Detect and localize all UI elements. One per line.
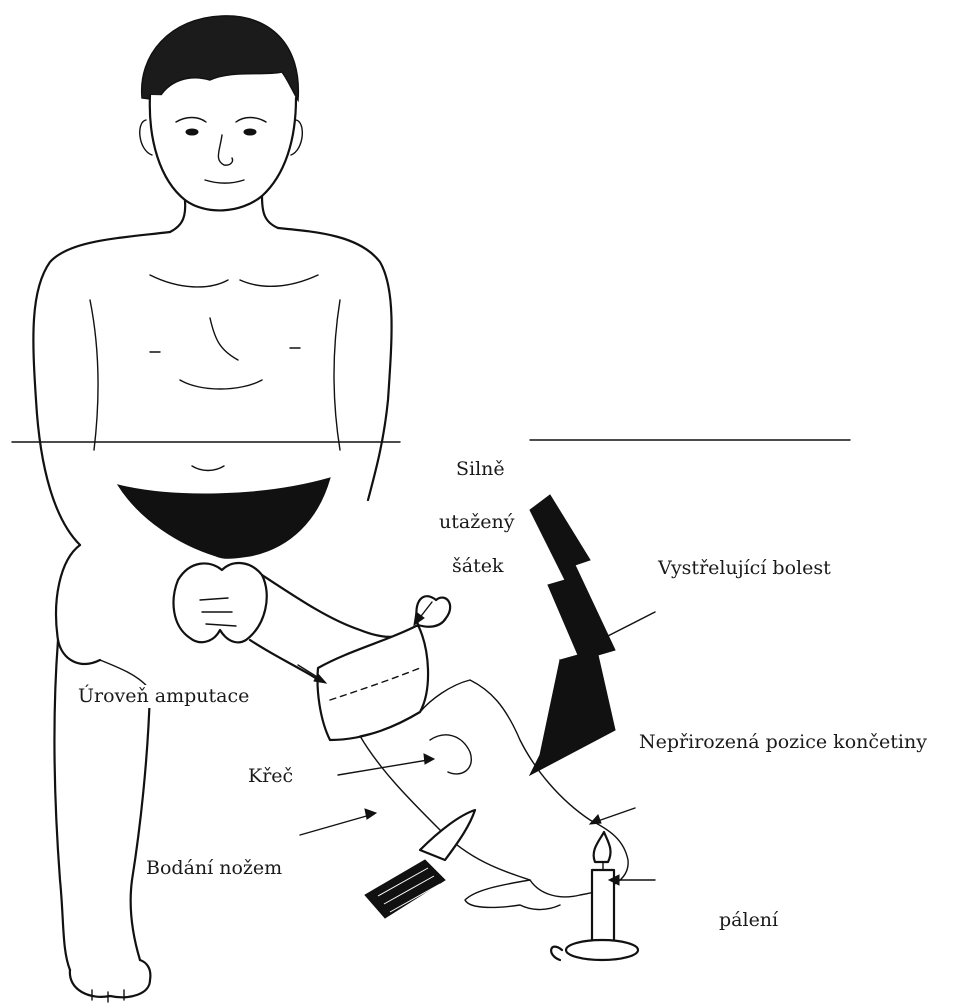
right-thigh-upper <box>262 575 418 637</box>
eye-left <box>186 129 198 135</box>
left-foot <box>70 960 151 997</box>
neck-right <box>262 196 278 228</box>
knife-icon <box>365 810 475 918</box>
navel <box>192 466 224 471</box>
hair <box>142 16 299 100</box>
sternum <box>210 318 238 360</box>
neck-left <box>170 200 185 232</box>
arm-inner-left <box>90 300 98 450</box>
head <box>150 95 296 210</box>
clavicle-left <box>150 275 228 287</box>
left-leg-inner <box>131 690 150 960</box>
left-leg-outer <box>54 640 70 970</box>
label-paleni: pálení <box>719 911 778 930</box>
briefs <box>118 478 330 558</box>
label-neprirozena-pozice: Nepřirozená pozice končetiny <box>639 733 927 752</box>
scarf-band <box>318 625 429 740</box>
phantom-foot <box>465 880 560 910</box>
label-vystrelujici-bolest: Vystřelující bolest <box>658 559 831 578</box>
label-bodani-nozem: Bodání nožem <box>142 857 286 880</box>
eye-right <box>244 129 256 135</box>
finger-line-1 <box>200 598 228 600</box>
rib-line <box>180 380 262 389</box>
left-thigh-top <box>56 545 100 664</box>
label-krec: Křeč <box>244 765 297 788</box>
scarf-knot <box>416 596 450 627</box>
label-uroven-amputace: Úroveň amputace <box>74 685 253 708</box>
clavicle-right <box>240 275 318 286</box>
finger-line-3 <box>206 624 236 626</box>
label-silne: Silně <box>456 460 505 479</box>
label-satek: šátek <box>452 557 503 576</box>
label-utazeny: utažený <box>439 513 514 532</box>
cramp-muscle <box>430 735 471 774</box>
hands <box>174 563 267 642</box>
arm-inner-right <box>334 300 340 450</box>
